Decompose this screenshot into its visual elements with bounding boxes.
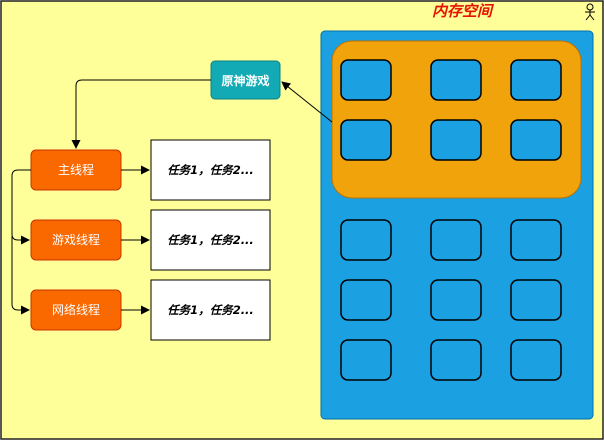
main-thread-label: 主线程 xyxy=(58,162,94,177)
free-memory-block xyxy=(430,219,482,261)
game-thread-tasks-box xyxy=(150,209,271,271)
game-thread-label: 游戏线程 xyxy=(52,232,100,247)
main-thread-tasks-box xyxy=(150,139,271,201)
game-memory-block xyxy=(340,59,392,101)
game-memory-block xyxy=(510,119,562,161)
network-thread-tasks-text: 任务1，任务2... xyxy=(167,303,254,317)
main-to-game-thread-connector xyxy=(11,169,31,245)
game-memory-block xyxy=(510,59,562,101)
game-thread-tasks-text: 任务1，任务2... xyxy=(167,233,254,247)
free-memory-block xyxy=(510,279,562,321)
genshin-game-label: 原神游戏 xyxy=(221,73,269,88)
game-memory-block xyxy=(430,59,482,101)
network-thread-tasks-box xyxy=(150,279,271,341)
free-memory-block xyxy=(430,279,482,321)
free-memory-block xyxy=(340,339,392,381)
game-memory-block xyxy=(430,119,482,161)
memory-to-game-connector xyxy=(281,81,333,123)
memory-space-title: 内存空间 xyxy=(432,2,495,20)
main-thread-tasks-text: 任务1，任务2... xyxy=(167,163,254,177)
free-memory-block xyxy=(340,279,392,321)
game-memory-block xyxy=(340,119,392,161)
free-memory-block xyxy=(430,339,482,381)
main-to-network-thread-connector xyxy=(11,236,30,315)
free-memory-block xyxy=(510,339,562,381)
game-memory-blocks xyxy=(340,59,562,161)
free-memory-block xyxy=(340,219,392,261)
network-thread-label: 网络线程 xyxy=(52,302,100,317)
free-memory-blocks xyxy=(340,219,562,381)
game-to-main-thread-connector xyxy=(71,79,211,149)
person-icon xyxy=(585,3,595,21)
free-memory-block xyxy=(510,219,562,261)
